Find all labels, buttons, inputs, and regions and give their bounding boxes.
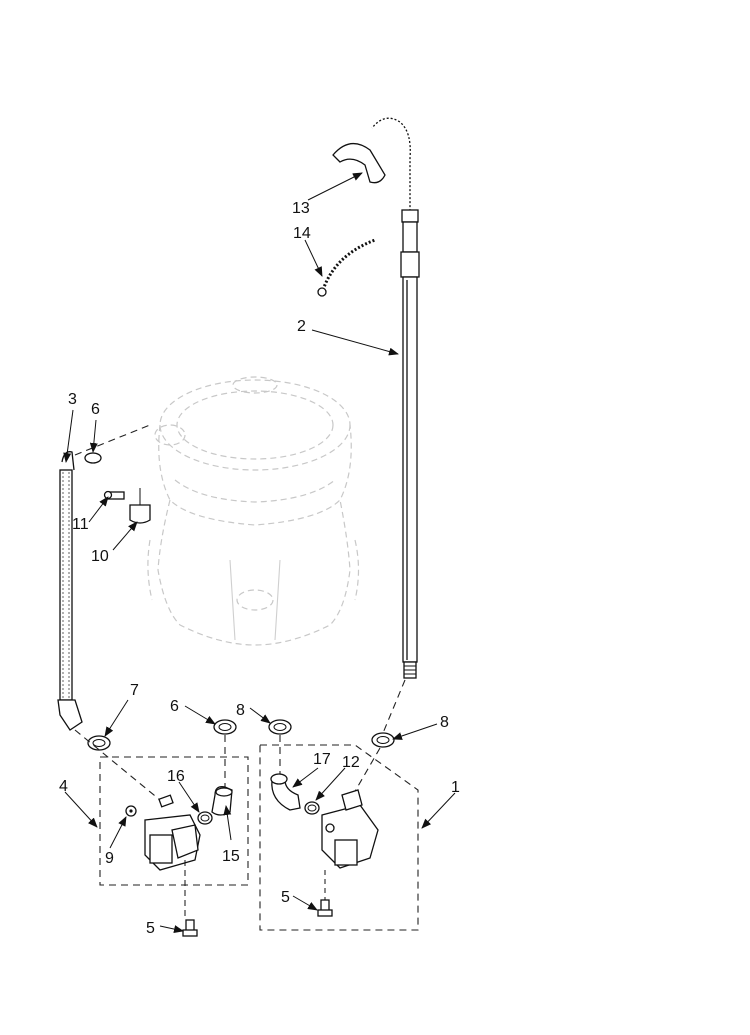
callout-1: 1	[451, 779, 460, 796]
fitting-part-10	[129, 488, 151, 524]
fill-hose-part-3	[57, 424, 151, 731]
callout-2: 2	[297, 318, 306, 335]
callout-8-left: 8	[236, 702, 245, 719]
callout-16: 16	[167, 768, 185, 785]
clamp-part-6-upper	[84, 452, 102, 464]
assembly-1-box	[259, 744, 419, 931]
callout-5-left: 5	[146, 920, 155, 937]
o-ring-part-16	[197, 811, 213, 825]
callout-5-right: 5	[281, 889, 290, 906]
clamp-part-6-lower	[213, 719, 237, 735]
valve-assembly-part-4	[144, 794, 201, 920]
callout-3: 3	[68, 391, 77, 408]
callout-11: 11	[72, 516, 89, 533]
callout-6-lower: 6	[170, 698, 179, 715]
callout-8-right: 8	[440, 714, 449, 731]
clamp-part-8-right	[371, 732, 395, 748]
elbow-part-17	[270, 773, 301, 811]
callout-15: 15	[222, 848, 240, 865]
callout-4: 4	[59, 778, 68, 795]
screw-part-5-left	[182, 919, 198, 937]
callout-13: 13	[292, 200, 310, 217]
elbow-part-15	[211, 786, 233, 816]
beaded-strap-part-14	[317, 238, 376, 297]
o-ring-part-12	[304, 801, 320, 815]
drain-hose	[370, 116, 420, 679]
clamp-part-7	[87, 735, 111, 751]
hose-clip-part-13	[332, 143, 386, 184]
tub-ghost-outline	[147, 376, 360, 646]
callout-12: 12	[342, 754, 360, 771]
callout-17: 17	[313, 751, 331, 768]
callout-9: 9	[105, 850, 114, 867]
pump-assembly-part-1	[321, 789, 379, 869]
screw-part-5-right	[317, 870, 333, 917]
clamp-part-8-left	[268, 719, 292, 735]
callout-10: 10	[91, 548, 109, 565]
washer-part-9	[125, 805, 137, 817]
callout-14: 14	[293, 225, 311, 242]
callout-6-upper: 6	[91, 401, 100, 418]
assembly-4-box	[99, 756, 249, 886]
callout-7: 7	[130, 682, 139, 699]
